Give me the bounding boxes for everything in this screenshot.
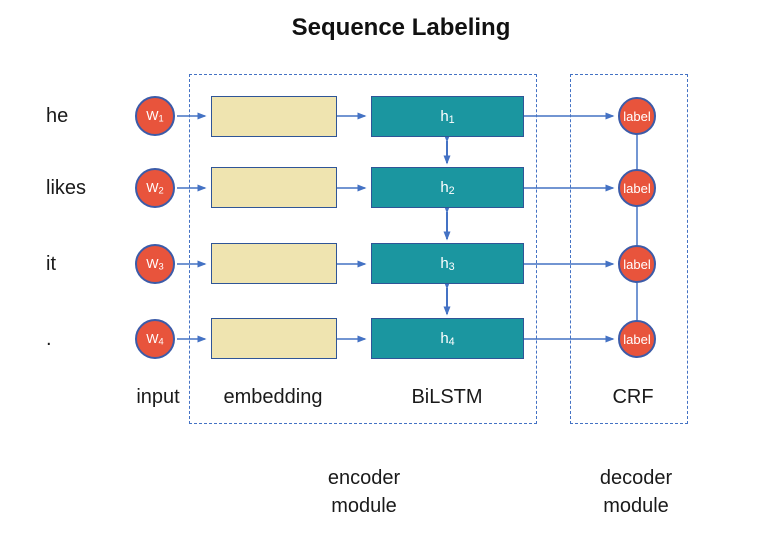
column-label-crf: CRF: [612, 386, 654, 408]
decoder-module-box: [570, 74, 688, 424]
hidden-state-text: h4: [440, 329, 455, 348]
embedding-box: [211, 318, 337, 359]
hidden-state-box: h1: [371, 96, 524, 137]
input-node: W4: [135, 319, 175, 359]
hidden-state-text: h2: [440, 178, 455, 197]
column-label-embedding: embedding: [223, 386, 323, 408]
word-label: it: [46, 253, 56, 275]
module-label-decoder: decoder module: [599, 467, 673, 517]
embedding-box: [211, 96, 337, 137]
word-label: .: [46, 328, 52, 350]
input-node-text: W2: [146, 180, 164, 196]
input-node: W1: [135, 96, 175, 136]
embedding-box: [211, 243, 337, 284]
word-label: he: [46, 105, 69, 127]
hidden-state-box: h2: [371, 167, 524, 208]
hidden-state-text: h3: [440, 254, 455, 273]
hidden-state-box: h4: [371, 318, 524, 359]
label-node: label: [618, 320, 656, 358]
column-label-input: input: [136, 386, 180, 408]
input-node: W2: [135, 168, 175, 208]
module-label-encoder: encoder module: [327, 467, 401, 517]
embedding-box: [211, 167, 337, 208]
input-node-text: W4: [146, 331, 164, 347]
hidden-state-text: h1: [440, 107, 455, 126]
column-label-bilstm: BiLSTM: [411, 386, 483, 408]
label-node: label: [618, 97, 656, 135]
encoder-module-box: [189, 74, 537, 424]
hidden-state-box: h3: [371, 243, 524, 284]
label-node: label: [618, 169, 656, 207]
word-label: likes: [46, 177, 87, 199]
input-node-text: W3: [146, 256, 164, 272]
diagram-title: Sequence Labeling: [291, 14, 511, 41]
label-node: label: [618, 245, 656, 283]
input-node: W3: [135, 244, 175, 284]
input-node-text: W1: [146, 108, 164, 124]
